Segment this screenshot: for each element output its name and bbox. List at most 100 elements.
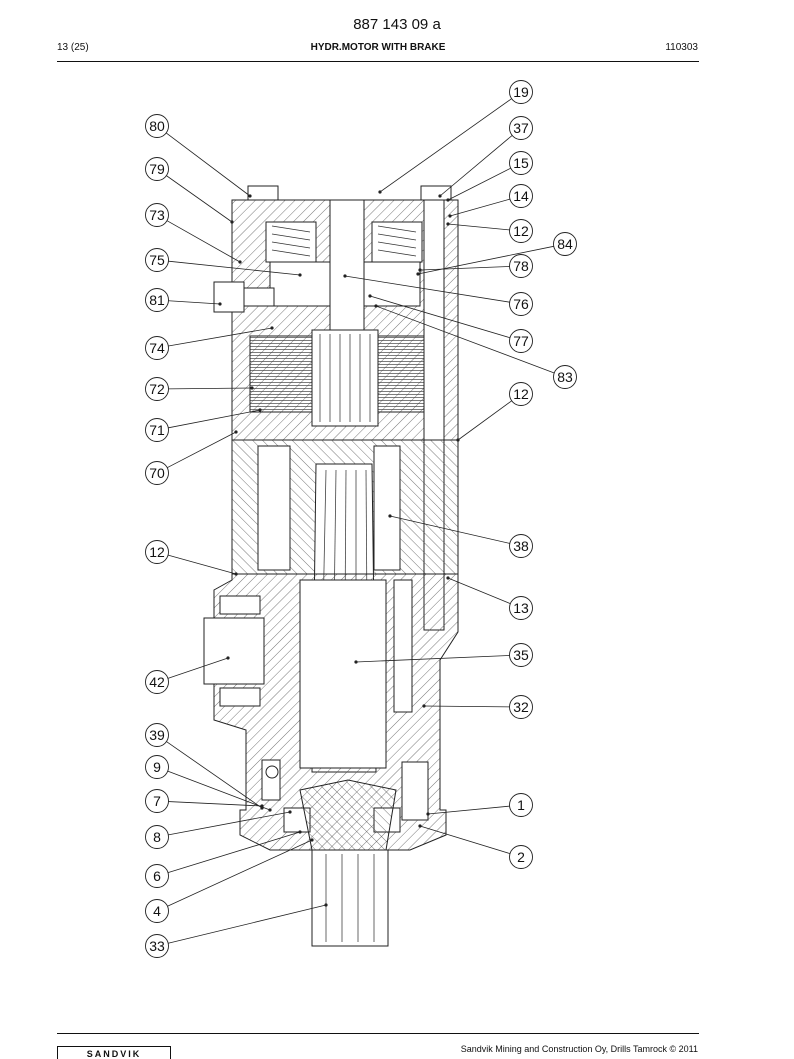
callout-leader-77 bbox=[369, 295, 511, 339]
callout-number: 33 bbox=[149, 938, 165, 954]
callout-anchor-35 bbox=[354, 660, 358, 664]
callout-33: 33 bbox=[145, 934, 169, 958]
callout-leader-38 bbox=[389, 515, 510, 544]
callout-42: 42 bbox=[145, 670, 169, 694]
callout-83: 83 bbox=[553, 365, 577, 389]
callout-9: 9 bbox=[145, 755, 169, 779]
callout-circle bbox=[145, 157, 169, 181]
callout-leader-6 bbox=[167, 831, 301, 874]
callout-circle bbox=[509, 292, 533, 316]
header-rule bbox=[57, 61, 699, 62]
callout-number: 19 bbox=[513, 84, 529, 100]
callout-circle bbox=[145, 934, 169, 958]
callout-72: 72 bbox=[145, 377, 169, 401]
document-number: 887 143 09 a bbox=[353, 16, 441, 33]
callout-number: 81 bbox=[149, 292, 165, 308]
callout-anchor-76 bbox=[343, 274, 347, 278]
callout-number: 70 bbox=[149, 465, 165, 481]
callout-75: 75 bbox=[145, 248, 169, 272]
page-number: 13 (25) bbox=[57, 42, 89, 53]
callout-anchor-81 bbox=[218, 302, 222, 306]
callout-anchor-37 bbox=[438, 194, 442, 198]
callout-leader-80 bbox=[165, 132, 251, 197]
callout-leader-83 bbox=[375, 305, 555, 374]
callout-84: 84 bbox=[553, 232, 577, 256]
callout-14: 14 bbox=[509, 184, 533, 208]
callout-leader-73 bbox=[166, 220, 241, 263]
callout-circle bbox=[509, 116, 533, 140]
callout-7: 7 bbox=[145, 789, 169, 813]
callout-6: 6 bbox=[145, 864, 169, 888]
callout-leader-74 bbox=[168, 327, 273, 347]
callout-anchor-78 bbox=[418, 268, 422, 272]
callout-74: 74 bbox=[145, 336, 169, 360]
callout-anchor-12 bbox=[234, 572, 238, 576]
callout-number: 80 bbox=[149, 118, 165, 134]
callout-37: 37 bbox=[509, 116, 533, 140]
callout-anchor-84 bbox=[416, 272, 420, 276]
callout-anchor-38 bbox=[388, 514, 392, 518]
callout-4: 4 bbox=[145, 899, 169, 923]
callout-circle bbox=[509, 695, 533, 719]
callout-number: 71 bbox=[149, 422, 165, 438]
callout-76: 76 bbox=[509, 292, 533, 316]
callout-circle bbox=[145, 540, 169, 564]
callout-number: 73 bbox=[149, 207, 165, 223]
callout-anchor-70 bbox=[234, 430, 238, 434]
callout-leader-75 bbox=[168, 260, 301, 276]
callout-circle bbox=[145, 755, 169, 779]
callout-leader-81 bbox=[168, 300, 221, 305]
callout-anchor-83 bbox=[374, 304, 378, 308]
callout-12: 12 bbox=[509, 382, 533, 406]
callout-anchor-74 bbox=[270, 326, 274, 330]
callout-13: 13 bbox=[509, 596, 533, 620]
callout-leader-76 bbox=[344, 275, 510, 303]
callout-number: 78 bbox=[513, 258, 529, 274]
callout-number: 12 bbox=[513, 386, 529, 402]
callout-79: 79 bbox=[145, 157, 169, 181]
callout-leader-7 bbox=[168, 801, 263, 807]
callout-leader-8 bbox=[168, 811, 291, 836]
callout-circle bbox=[509, 382, 533, 406]
callout-leader-39 bbox=[166, 741, 263, 809]
callout-leader-12 bbox=[457, 400, 512, 441]
callout-leader-4 bbox=[167, 839, 313, 907]
callout-leader-14 bbox=[449, 198, 511, 217]
callout-leader-1 bbox=[427, 805, 510, 815]
callout-circle bbox=[509, 80, 533, 104]
callout-circle bbox=[509, 643, 533, 667]
callout-leader-35 bbox=[355, 655, 510, 663]
callout-number: 72 bbox=[149, 381, 165, 397]
housing-drawing bbox=[203, 185, 459, 947]
callout-number: 6 bbox=[153, 868, 161, 884]
callout-35: 35 bbox=[509, 643, 533, 667]
drawing-title: HYDR.MOTOR WITH BRAKE bbox=[310, 42, 446, 53]
callout-anchor-42 bbox=[226, 656, 230, 660]
callout-number: 8 bbox=[153, 829, 161, 845]
callout-anchor-79 bbox=[230, 220, 234, 224]
callout-circle bbox=[145, 203, 169, 227]
callout-anchor-15 bbox=[446, 198, 450, 202]
callout-32: 32 bbox=[509, 695, 533, 719]
callout-number: 74 bbox=[149, 340, 165, 356]
callout-number: 77 bbox=[513, 333, 529, 349]
callout-leader-19 bbox=[379, 98, 512, 193]
callout-anchor-71 bbox=[258, 408, 262, 412]
callout-leader-78 bbox=[419, 266, 510, 271]
callout-leader-37 bbox=[439, 135, 513, 197]
callout-81: 81 bbox=[145, 288, 169, 312]
callout-number: 42 bbox=[149, 674, 165, 690]
callout-number: 12 bbox=[513, 223, 529, 239]
callout-8: 8 bbox=[145, 825, 169, 849]
callout-number: 83 bbox=[557, 369, 573, 385]
callout-71: 71 bbox=[145, 418, 169, 442]
callout-circle bbox=[145, 114, 169, 138]
callout-circle bbox=[145, 288, 169, 312]
callout-anchor-12 bbox=[456, 438, 460, 442]
callout-circle bbox=[145, 789, 169, 813]
callout-circle bbox=[509, 793, 533, 817]
callout-anchor-73 bbox=[238, 260, 242, 264]
callout-circle bbox=[509, 534, 533, 558]
callout-circle bbox=[145, 723, 169, 747]
